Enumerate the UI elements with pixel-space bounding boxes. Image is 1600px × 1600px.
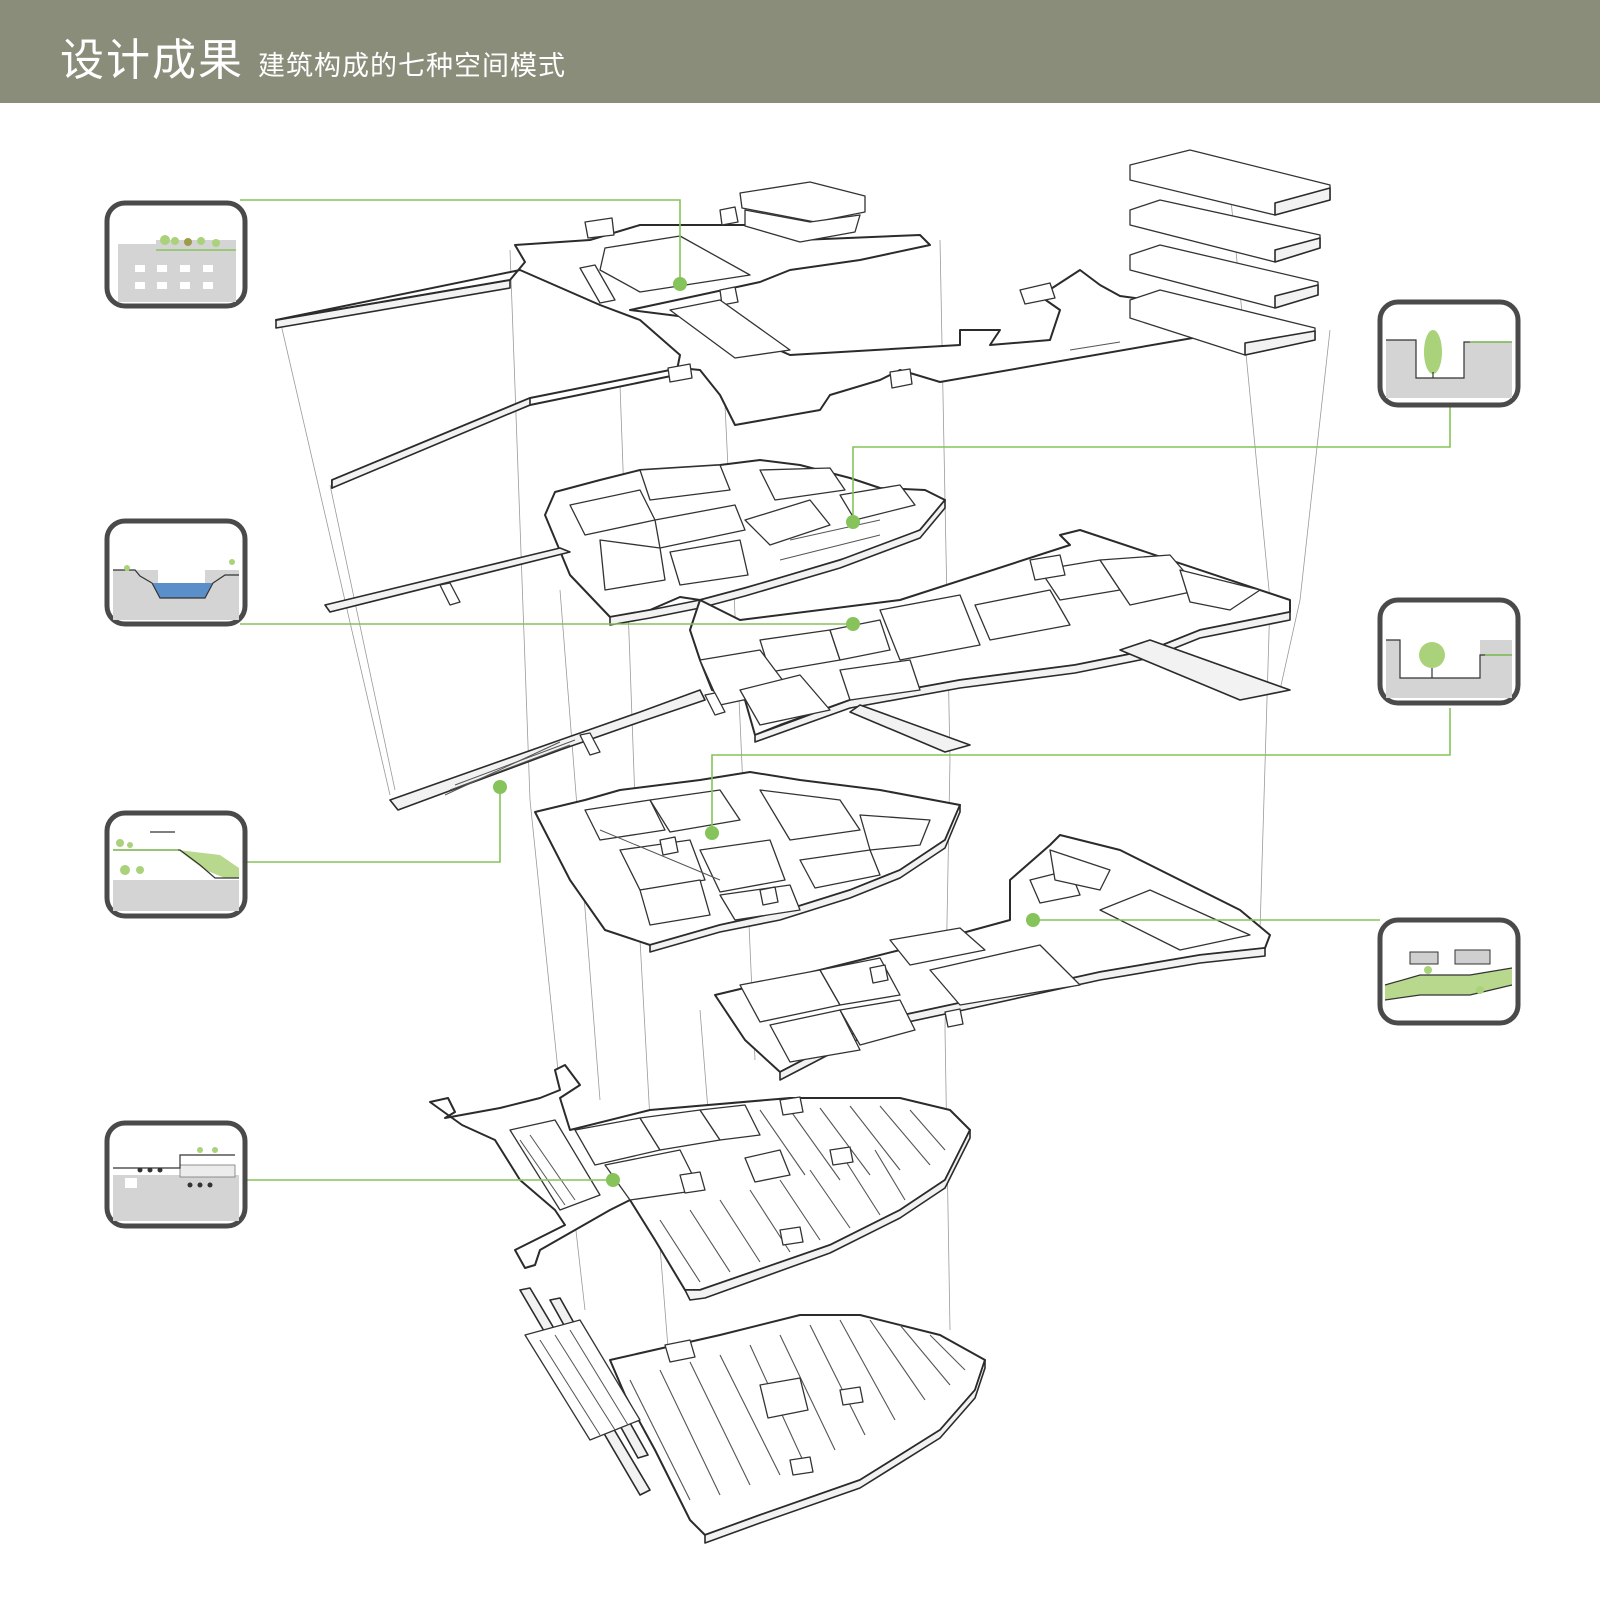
leader-dot (606, 1173, 620, 1187)
rooftop-garden-section-icon (104, 200, 248, 309)
terraced-slope-section-icon (104, 810, 248, 919)
upper-level-plate (324, 459, 946, 626)
header-bar: 设计成果 建筑构成的七种空间模式 (0, 0, 1600, 103)
parking-stalls-level-2 (629, 1319, 966, 1501)
river-channel-section-icon (104, 518, 248, 627)
parking-level-2-plate (519, 1287, 986, 1544)
page-subtitle: 建筑构成的七种空间模式 (258, 51, 566, 82)
leader-dot (846, 515, 860, 529)
stacked-slab-tower (1129, 149, 1331, 356)
leader-dot (846, 617, 860, 631)
sunken-courtyard-section-icon (1377, 299, 1521, 408)
parking-level-1-plate (429, 1064, 971, 1301)
parking-stalls-level-1 (659, 1105, 946, 1283)
ground-level-plate (389, 529, 1291, 811)
leader-dot (493, 780, 507, 794)
page-title: 设计成果 (60, 35, 244, 86)
underground-parking-section-icon (104, 1120, 248, 1229)
leader-dot (673, 277, 687, 291)
leader-dots (493, 277, 1040, 1187)
leader-lines (240, 199, 1451, 1181)
green-walkway-axonometric-icon (1377, 917, 1521, 1026)
leader-dot (1026, 913, 1040, 927)
leader-dot (705, 826, 719, 840)
courtyard-tree-section-icon (1377, 597, 1521, 706)
lower-level-plate (534, 771, 961, 953)
roof-level-plate (275, 181, 1211, 489)
